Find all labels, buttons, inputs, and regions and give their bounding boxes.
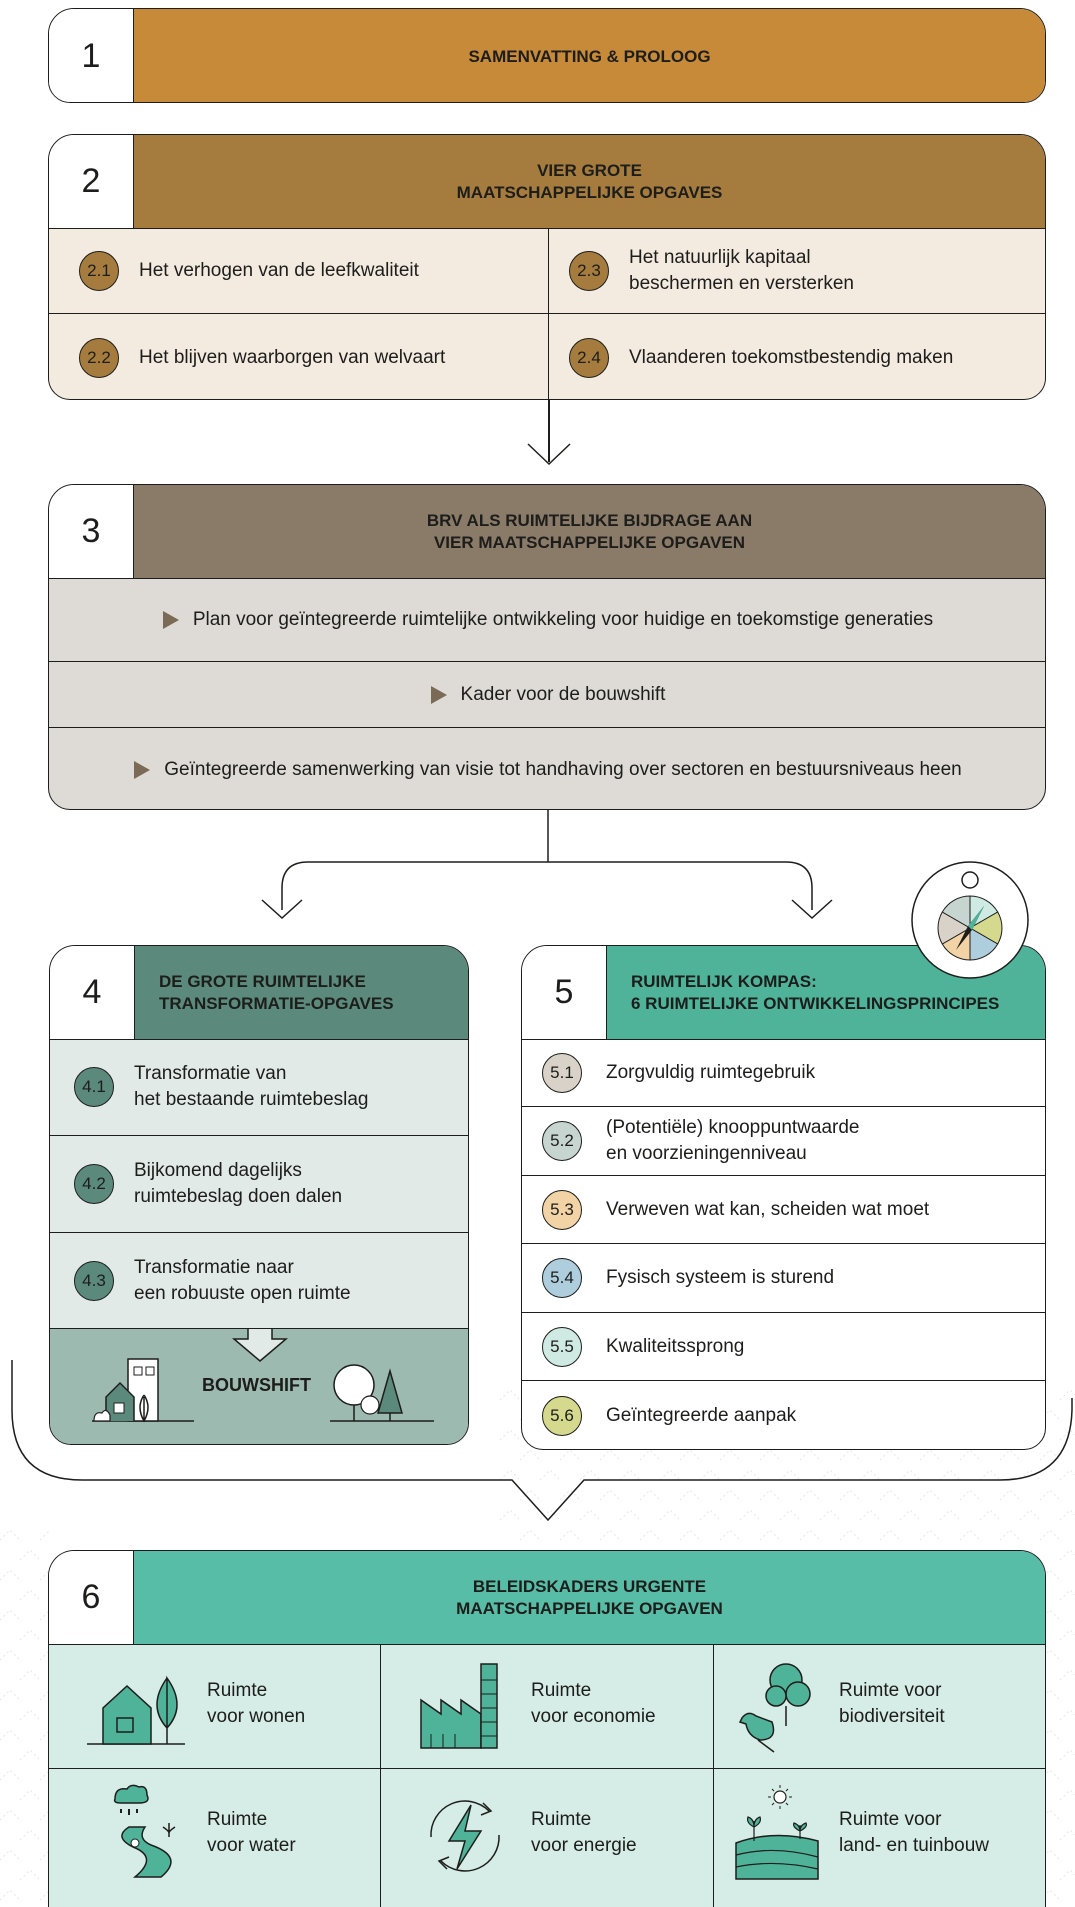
item-badge: 5.1: [542, 1052, 582, 1093]
policy-cell-biodiversiteit: Ruimte voor biodiversiteit: [714, 1644, 1045, 1769]
arrow-down-icon: [231, 1329, 289, 1362]
section-title: BRV ALS RUIMTELIJKE BIJDRAGE AAN VIER MA…: [134, 485, 1045, 578]
compass-icon: [911, 861, 1029, 979]
list-item: 2.3 Het natuurlijk kapitaal beschermen e…: [549, 228, 1045, 314]
item-badge: 2.3: [569, 250, 609, 291]
section-number: 1: [49, 9, 134, 102]
section-title: BELEIDSKADERS URGENTE MAATSCHAPPELIJKE O…: [134, 1551, 1045, 1644]
bracket-connector: [11, 1360, 1073, 1522]
section-title: VIER GROTE MAATSCHAPPELIJKE OPGAVES: [134, 135, 1045, 228]
section-number: 6: [49, 1551, 134, 1644]
item-label: Fysisch systeem is sturend: [606, 1267, 835, 1288]
item-label: Transformatie van het bestaande ruimtebe…: [134, 1063, 369, 1110]
item-label: Geïntegreerde aanpak: [606, 1405, 797, 1426]
section-number: 2: [49, 135, 134, 228]
list-item: 5.6 Geïntegreerde aanpak: [522, 1381, 1045, 1449]
building-tree-icon: [92, 1358, 194, 1423]
section-1: 1 SAMENVATTING & PROLOOG: [48, 8, 1046, 103]
list-item: 4.2 Bijkomend dagelijks ruimtebeslag doe…: [50, 1136, 468, 1233]
section-title: SAMENVATTING & PROLOOG: [134, 9, 1045, 102]
item-badge: 5.5: [542, 1326, 582, 1367]
list-item: 4.3 Transformatie naar een robuuste open…: [50, 1233, 468, 1329]
item-badge: 5.6: [542, 1396, 582, 1436]
lightning-cycle-icon: [430, 1800, 500, 1872]
item-label: (Potentiële) knooppuntwaarde en voorzien…: [606, 1117, 860, 1164]
item-label: Plan voor geïntegreerde ruimtelijke ontw…: [192, 608, 934, 630]
item-label: Vlaanderen toekomstbestendig maken: [629, 346, 954, 368]
sun-fields-icon: [735, 1785, 819, 1880]
section-title: RUIMTELIJK KOMPAS: 6 RUIMTELIJKE ONTWIKK…: [607, 946, 1045, 1039]
triangle-bullet-icon: [134, 760, 151, 779]
policy-label: Ruimte voor water: [207, 1809, 296, 1856]
trees-icon: [330, 1364, 434, 1422]
bouwshift-footer: BOUWSHIFT: [50, 1329, 468, 1444]
list-item: 2.1 Het verhogen van de leefkwaliteit: [49, 228, 549, 314]
list-item: Kader voor de bouwshift: [49, 662, 1045, 728]
section-title: DE GROTE RUIMTELIJKE TRANSFORMATIE-OPGAV…: [135, 946, 468, 1039]
item-label: Bijkomend dagelijks ruimtebeslag doen da…: [134, 1160, 343, 1207]
policy-cell-economie: Ruimte voor economie: [381, 1644, 714, 1769]
list-item: 2.2 Het blijven waarborgen van welvaart: [49, 314, 549, 399]
section-6: 6 BELEIDSKADERS URGENTE MAATSCHAPPELIJKE…: [48, 1550, 1046, 1907]
section-2: 2 VIER GROTE MAATSCHAPPELIJKE OPGAVES 2.…: [48, 134, 1046, 400]
water-river-icon: [113, 1784, 176, 1878]
bird-tree-icon: [738, 1663, 811, 1753]
policy-label: Ruimte voor biodiversiteit: [839, 1680, 945, 1727]
factory-icon: [420, 1663, 498, 1749]
triangle-bullet-icon: [162, 610, 179, 629]
item-badge: 2.2: [79, 337, 119, 378]
policy-cell-landbouw: Ruimte voor land- en tuinbouw: [714, 1769, 1045, 1907]
branch-connector: [261, 810, 833, 920]
house-tree-icon: [87, 1675, 185, 1745]
policy-label: Ruimte voor energie: [531, 1809, 637, 1856]
list-item: 5.5 Kwaliteitssprong: [522, 1313, 1045, 1381]
list-item: 5.2 (Potentiële) knooppuntwaarde en voor…: [522, 1107, 1045, 1176]
section-4: 4 DE GROTE RUIMTELIJKE TRANSFORMATIE-OPG…: [49, 945, 469, 1445]
bouwshift-label: BOUWSHIFT: [202, 1375, 311, 1395]
item-badge: 5.2: [542, 1121, 582, 1161]
triangle-bullet-icon: [430, 685, 447, 704]
item-label: Het verhogen van de leefkwaliteit: [139, 259, 419, 281]
section-3: 3 BRV ALS RUIMTELIJKE BIJDRAGE AAN VIER …: [48, 484, 1046, 810]
item-badge: 2.1: [79, 250, 119, 291]
item-label: Het blijven waarborgen van welvaart: [139, 346, 446, 368]
policy-cell-wonen: Ruimte voor wonen: [49, 1644, 381, 1769]
list-item: 2.4 Vlaanderen toekomstbestendig maken: [549, 314, 1045, 399]
policy-label: Ruimte voor wonen: [207, 1680, 306, 1727]
item-label: Geïntegreerde samenwerking van visie tot…: [164, 758, 962, 780]
item-label: Kwaliteitssprong: [606, 1335, 745, 1357]
list-item: Plan voor geïntegreerde ruimtelijke ontw…: [49, 578, 1045, 662]
connector-line: [548, 400, 550, 462]
section-number: 5: [522, 946, 607, 1039]
item-label: Zorgvuldig ruimtegebruik: [606, 1061, 816, 1083]
policy-label: Ruimte voor economie: [531, 1680, 656, 1727]
policy-cell-water: Ruimte voor water: [49, 1769, 381, 1907]
item-label: Het natuurlijk kapitaal beschermen en ve…: [629, 246, 854, 294]
item-label: Kader voor de bouwshift: [460, 683, 666, 705]
item-label: Transformatie naar een robuuste open rui…: [134, 1256, 351, 1304]
list-item: 4.1 Transformatie van het bestaande ruim…: [50, 1039, 468, 1136]
section-number: 4: [50, 946, 135, 1039]
list-item: 5.4 Fysisch systeem is sturend: [522, 1244, 1045, 1313]
section-5: 5 RUIMTELIJK KOMPAS: 6 RUIMTELIJKE ONTWI…: [521, 945, 1046, 1450]
item-badge: 2.4: [569, 337, 609, 378]
list-item: Geïntegreerde samenwerking van visie tot…: [49, 728, 1045, 809]
list-item: 5.3 Verweven wat kan, scheiden wat moet: [522, 1176, 1045, 1244]
item-label: Verweven wat kan, scheiden wat moet: [606, 1198, 930, 1220]
arrow-down-icon: [527, 443, 571, 466]
item-badge: 4.2: [74, 1164, 114, 1204]
section-number: 3: [49, 485, 134, 578]
item-badge: 4.3: [74, 1260, 114, 1301]
policy-cell-energie: Ruimte voor energie: [381, 1769, 714, 1907]
item-badge: 5.4: [542, 1258, 582, 1298]
item-badge: 5.3: [542, 1189, 582, 1230]
policy-label: Ruimte voor land- en tuinbouw: [839, 1809, 989, 1856]
list-item: 5.1 Zorgvuldig ruimtegebruik: [522, 1039, 1045, 1107]
item-badge: 4.1: [74, 1067, 114, 1107]
